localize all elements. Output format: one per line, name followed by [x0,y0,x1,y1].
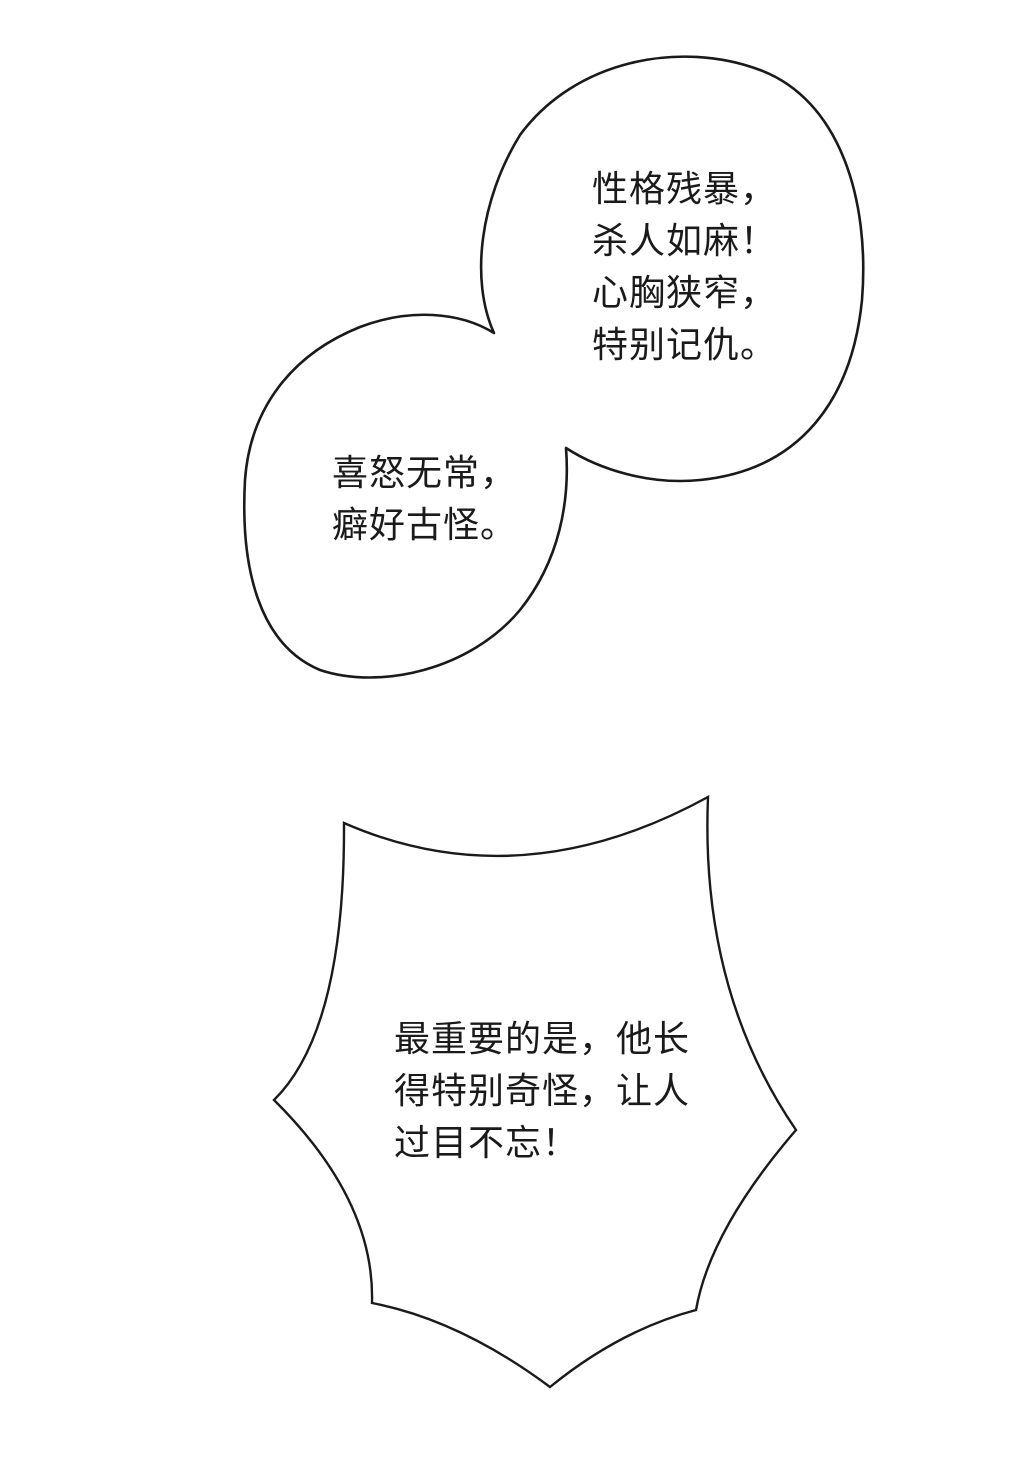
right-bubble-line: 杀人如麻！ [592,221,778,262]
right-bubble-text: 性格残暴， 杀人如麻！ 心胸狭窄， 特别记仇。 [592,164,777,372]
left-bubble-text: 喜怒无常， 癖好古怪。 [332,448,517,552]
burst-bubble-line: 过目不忘！ [394,1123,580,1164]
burst-bubble-line: 最重要的是，他长 [394,1019,691,1060]
burst-speech-bubble [272,794,798,1389]
left-bubble-line: 喜怒无常， [332,453,518,494]
burst-bubble-text: 最重要的是，他长 得特别奇怪，让人 过目不忘！ [394,1014,690,1170]
right-bubble-line: 性格残暴， [592,169,778,210]
left-bubble-line: 癖好古怪。 [332,505,518,546]
right-bubble-line: 特别记仇。 [592,325,778,366]
right-bubble-line: 心胸狭窄， [592,273,778,314]
burst-bubble-line: 得特别奇怪，让人 [394,1071,691,1112]
double-oval-speech-bubble [243,55,865,679]
